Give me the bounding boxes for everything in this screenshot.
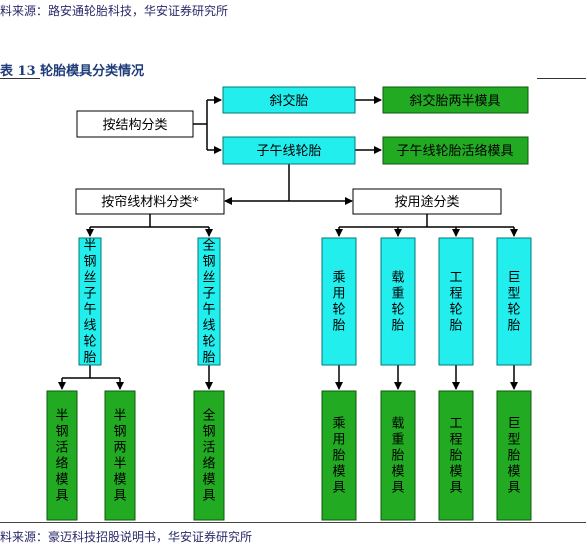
bias-tire-label: 斜交胎 xyxy=(269,93,308,109)
radial-tire-label: 子午线轮胎 xyxy=(256,144,321,159)
by-cord-label: 按帘线材料分类* xyxy=(101,194,199,210)
source-note-bottom: 料来源：豪迈科技招股说明书，华安证券研究所 xyxy=(0,530,253,544)
giant-mold-label: 巨型胎模具 xyxy=(507,417,520,496)
semi-steel-two-piece-mold-node: 半钢两半模具 xyxy=(104,390,136,521)
semi-steel-radial-label: 半钢丝子午线轮胎 xyxy=(83,239,96,366)
by-structure-node: 按结构分类 xyxy=(76,110,194,138)
all-steel-segmented-mold-node: 全钢活络模具 xyxy=(193,390,225,521)
bias-mold-node: 斜交胎两半模具 xyxy=(382,86,529,114)
table-title: 表 13 轮胎模具分类情况 xyxy=(0,64,145,79)
bottom-rule xyxy=(0,522,586,523)
passenger-mold-node: 乘用胎模具 xyxy=(321,390,357,521)
by-cord-node: 按帘线材料分类* xyxy=(75,188,225,215)
engineering-tire-node: 工程轮胎 xyxy=(438,237,474,366)
by-structure-label: 按结构分类 xyxy=(102,118,167,133)
engineering-mold-node: 工程胎模具 xyxy=(438,390,474,521)
bias-tire-node: 斜交胎 xyxy=(222,86,356,114)
by-use-label: 按用途分类 xyxy=(394,194,459,210)
passenger-tire-node: 乘用轮胎 xyxy=(321,237,357,366)
passenger-mold-label: 乘用胎模具 xyxy=(332,417,345,496)
passenger-tire-label: 乘用轮胎 xyxy=(332,271,345,334)
all-steel-radial-label: 全钢丝子午线轮胎 xyxy=(202,238,215,366)
giant-mold-node: 巨型胎模具 xyxy=(496,390,532,521)
title-rule-right xyxy=(537,78,586,79)
title-rule-left xyxy=(0,78,40,79)
truck-tire-node: 载重轮胎 xyxy=(380,237,416,366)
radial-mold-node: 子午线轮胎活络模具 xyxy=(382,136,529,165)
semi-steel-segmented-mold-node: 半钢活络模具 xyxy=(46,390,78,521)
engineering-tire-label: 工程轮胎 xyxy=(449,271,462,334)
source-note-top: 料来源：路安通轮胎科技，华安证券研究所 xyxy=(0,4,229,18)
truck-mold-label: 载重胎模具 xyxy=(391,417,404,496)
giant-tire-label: 巨型轮胎 xyxy=(507,271,520,334)
radial-mold-label: 子午线轮胎活络模具 xyxy=(396,143,513,159)
connectors xyxy=(58,96,518,390)
radial-tire-node: 子午线轮胎 xyxy=(222,136,356,165)
truck-mold-node: 载重胎模具 xyxy=(380,390,416,521)
semi-steel-segmented-mold-label: 半钢活络模具 xyxy=(55,409,68,504)
semi-steel-two-piece-mold-label: 半钢两半模具 xyxy=(113,409,126,504)
bias-mold-label: 斜交胎两半模具 xyxy=(409,93,500,109)
truck-tire-label: 载重轮胎 xyxy=(391,271,404,334)
by-use-node: 按用途分类 xyxy=(352,188,502,215)
all-steel-radial-node: 全钢丝子午线轮胎 xyxy=(197,237,221,366)
semi-steel-radial-node: 半钢丝子午线轮胎 xyxy=(78,237,102,366)
all-steel-segmented-mold-label: 全钢活络模具 xyxy=(202,408,215,504)
engineering-mold-label: 工程胎模具 xyxy=(449,417,462,496)
giant-tire-node: 巨型轮胎 xyxy=(496,237,532,366)
